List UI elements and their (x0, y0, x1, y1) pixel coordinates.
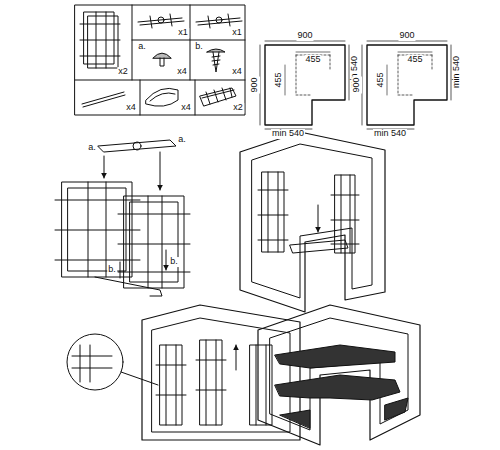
quantity-label: x4 (176, 67, 188, 77)
frame-assembly (55, 140, 190, 296)
dimension: 900 (296, 31, 313, 41)
part-letter: a. (87, 143, 97, 153)
dimension: 900 (398, 31, 415, 41)
dimension: min 540 (452, 55, 462, 89)
part-letter: b. (169, 257, 179, 267)
part-letter: a. (177, 135, 187, 145)
dimension: 455 (406, 55, 423, 65)
cabinet (240, 132, 385, 312)
dimension: 900 (250, 76, 260, 93)
floor-plan (362, 41, 451, 129)
parts-table (75, 5, 245, 115)
quantity-label: x4 (180, 103, 192, 113)
quantity-label: x4 (231, 67, 243, 77)
part-letter: b. (107, 265, 117, 275)
dimension: min 540 (373, 129, 407, 139)
dimension: min 540 (271, 129, 305, 139)
dimension: 455 (304, 55, 321, 65)
quantity-label: x1 (177, 28, 189, 38)
quantity-label: x2 (117, 67, 129, 77)
cabinet (258, 305, 420, 445)
quantity-label: x4 (125, 103, 137, 113)
quantity-label: x1 (231, 28, 243, 38)
quantity-label: x2 (232, 103, 244, 113)
dimension: 455 (274, 71, 284, 88)
part-letter: a. (137, 42, 147, 52)
dimension: 900 (352, 76, 362, 93)
floor-plan (260, 41, 349, 129)
cabinet (67, 305, 300, 440)
part-letter: b. (194, 42, 204, 52)
dimension: 455 (376, 71, 386, 88)
